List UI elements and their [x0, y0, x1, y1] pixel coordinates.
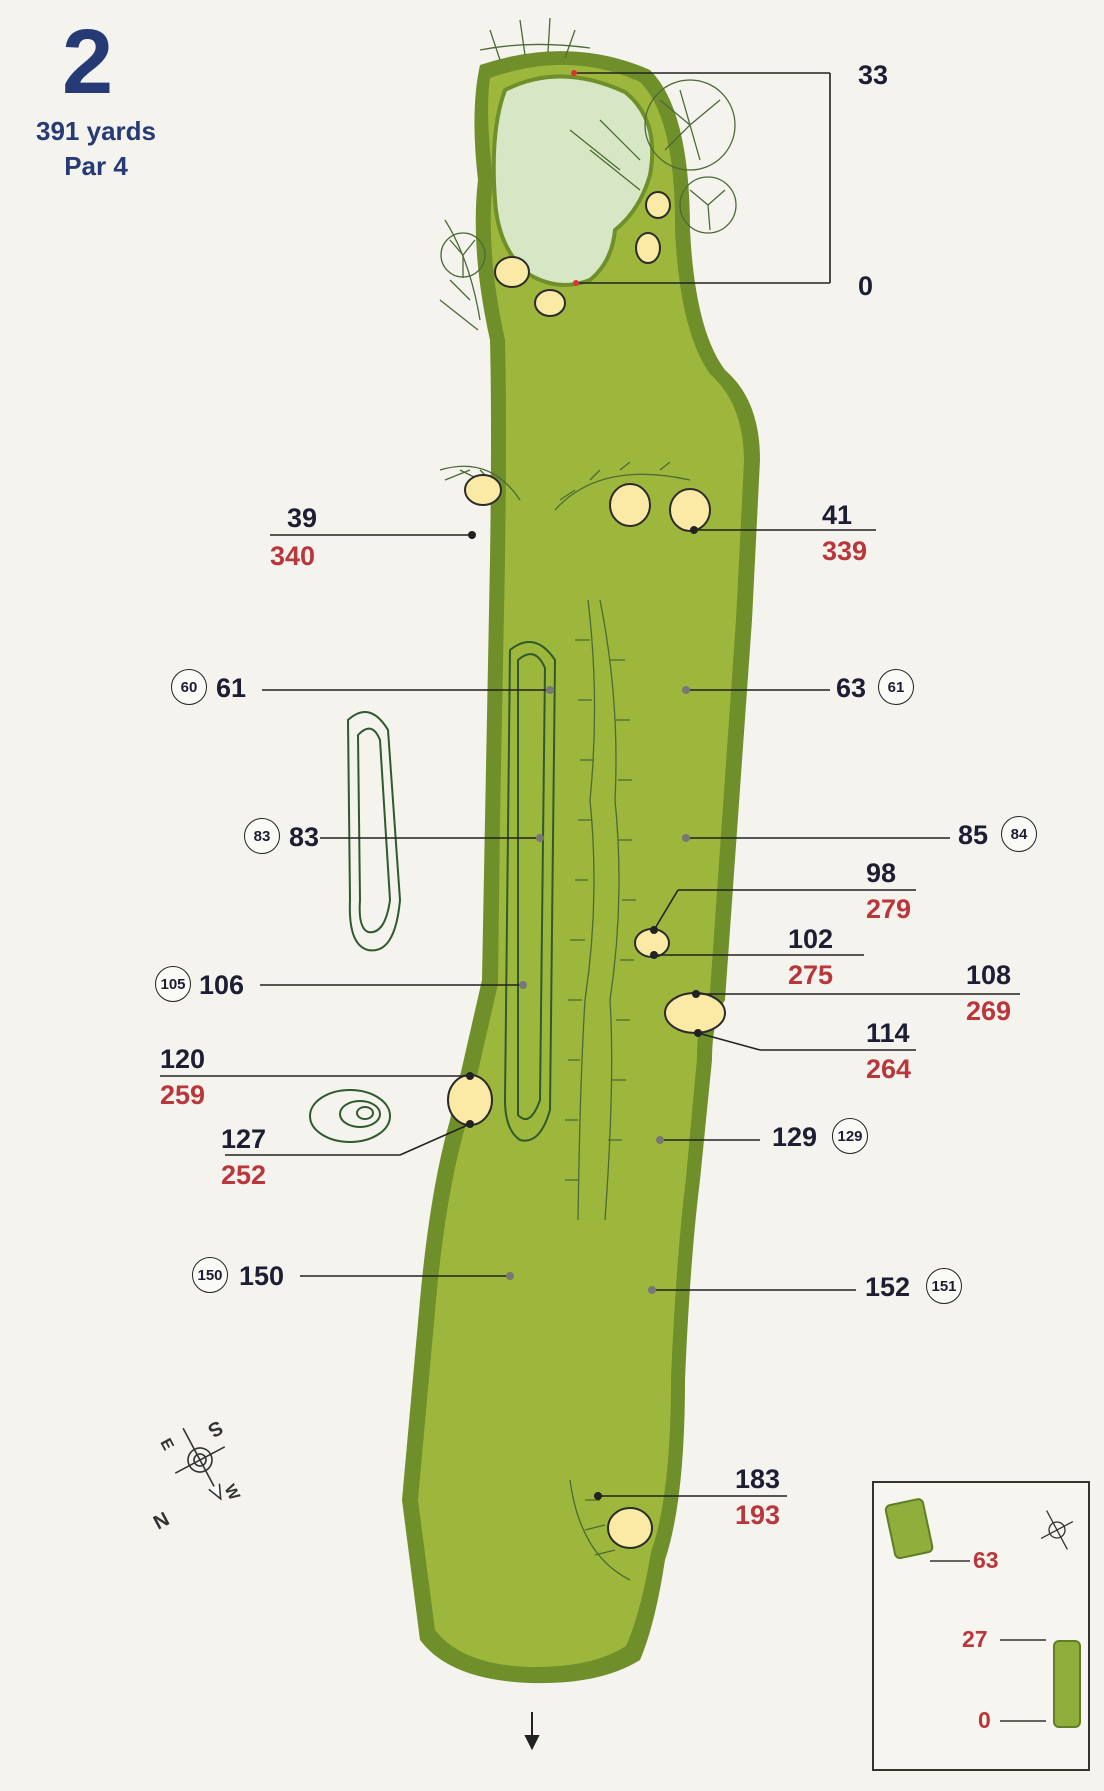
compass-s: S: [204, 1416, 227, 1442]
marker-83-value: 83: [289, 822, 320, 852]
marker-114-top: 114: [866, 1018, 910, 1048]
marker-39-top: 39: [287, 503, 318, 533]
bunker: [464, 474, 502, 506]
marker-83-circled: 83: [244, 818, 280, 854]
green-depth-back: 33: [858, 60, 889, 90]
tee-inset-drawing: [884, 1498, 1081, 1728]
putting-green: [491, 74, 655, 287]
marker-152-circled: 151: [926, 1268, 962, 1304]
marker-127-bottom: 252: [221, 1160, 267, 1190]
marker-dots: [466, 70, 702, 1500]
marker-102-bottom: 275: [788, 960, 834, 990]
bunker: [447, 1074, 493, 1126]
tee-box-near: [1053, 1640, 1081, 1728]
bunker: [609, 483, 651, 527]
marker-41-top: 41: [822, 500, 853, 530]
bunkers: [447, 191, 726, 1549]
tee-inset: 63 27 0: [872, 1481, 1090, 1771]
marker-98-top: 98: [866, 858, 897, 888]
marker-39-bottom: 340: [270, 541, 316, 571]
marker-41-bottom: 339: [822, 536, 868, 566]
bunker: [645, 191, 671, 219]
tee-box-far: [884, 1498, 934, 1560]
tee-far-distance: 63: [973, 1547, 999, 1573]
marker-63-value: 63: [836, 673, 867, 703]
mound-outline: [346, 711, 402, 952]
marker-108-top: 108: [966, 960, 1012, 990]
marker-61-value: 61: [216, 673, 247, 703]
marker-85-circled: 84: [1001, 816, 1037, 852]
compass-rose-icon: [174, 1427, 226, 1501]
tree-clusters: [439, 17, 737, 1581]
marker-150-circled: 150: [192, 1257, 228, 1293]
compass-e: E: [156, 1436, 176, 1454]
green-depth-front: 0: [858, 271, 874, 301]
bunker: [494, 256, 530, 288]
tee-mid-distance: 27: [962, 1626, 988, 1652]
bunker: [635, 232, 661, 264]
marker-120-top: 120: [160, 1044, 206, 1074]
tee-zero-distance: 0: [978, 1707, 991, 1733]
tee-direction-arrow-icon: [524, 1712, 540, 1751]
marker-127-top: 127: [221, 1124, 267, 1154]
bunker: [534, 289, 566, 317]
contour-rings: [309, 1089, 391, 1143]
marker-183-top: 183: [735, 1464, 781, 1494]
marker-98-bottom: 279: [866, 894, 912, 924]
fairway: [418, 64, 744, 1668]
marker-129-value: 129: [772, 1122, 818, 1152]
bunker: [607, 1507, 653, 1549]
marker-106-value: 106: [199, 970, 245, 1000]
marker-85-value: 85: [958, 820, 989, 850]
hole-par: Par 4: [64, 151, 128, 181]
bunker: [669, 488, 711, 532]
inset-compass-icon: [1040, 1510, 1074, 1550]
leader-lines: [160, 72, 1020, 1497]
marker-108-bottom: 269: [966, 996, 1012, 1026]
hole-yardage: 391 yards: [36, 116, 156, 146]
marker-152-value: 152: [865, 1272, 911, 1302]
marker-120-bottom: 259: [160, 1080, 206, 1110]
bunker: [664, 992, 726, 1034]
marker-106-circled: 105: [155, 966, 191, 1002]
marker-102-top: 102: [788, 924, 834, 954]
marker-63-circled: 61: [878, 669, 914, 705]
fairway-swale: [503, 641, 557, 1142]
hole-number: 2: [62, 11, 114, 113]
marker-114-bottom: 264: [866, 1054, 912, 1084]
marker-150-value: 150: [239, 1261, 285, 1291]
compass-n: N: [150, 1508, 173, 1534]
marker-129-circled: 129: [832, 1118, 868, 1154]
compass-w: W: [220, 1482, 243, 1504]
marker-61-circled: 60: [171, 669, 207, 705]
marker-183-bottom: 193: [735, 1500, 781, 1530]
